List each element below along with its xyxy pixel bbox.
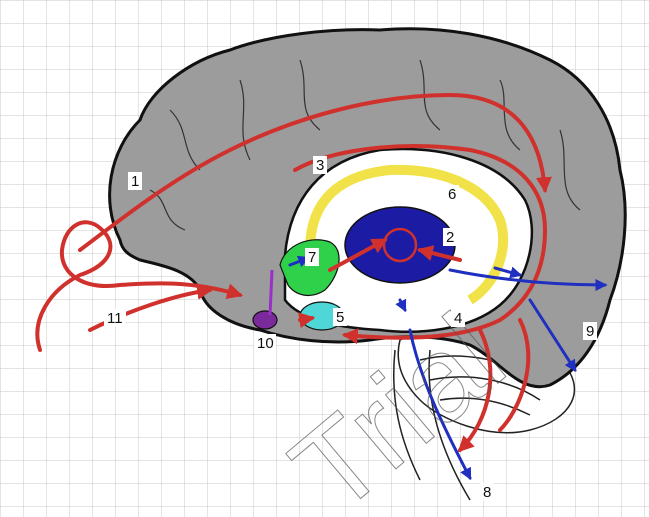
label-9: 9 xyxy=(583,322,597,340)
label-text-5: 5 xyxy=(336,309,344,326)
label-text-3: 3 xyxy=(316,157,324,174)
label-6: 6 xyxy=(445,185,459,203)
label-text-4: 4 xyxy=(454,310,462,327)
label-text-6: 6 xyxy=(448,186,456,203)
label-1: 1 xyxy=(128,172,142,190)
label-4: 4 xyxy=(451,309,465,327)
label-11: 11 xyxy=(104,309,126,327)
label-text-1: 1 xyxy=(131,173,139,190)
purple-structure xyxy=(253,311,277,329)
label-3: 3 xyxy=(313,156,327,174)
label-2: 2 xyxy=(443,228,457,246)
label-text-11: 11 xyxy=(107,310,123,327)
label-text-10: 10 xyxy=(257,335,274,352)
label-7: 7 xyxy=(305,248,319,266)
label-text-7: 7 xyxy=(308,249,316,266)
label-text-8: 8 xyxy=(483,484,491,501)
label-5: 5 xyxy=(333,308,347,326)
thalamus xyxy=(345,207,455,283)
label-text-2: 2 xyxy=(446,229,454,246)
label-8: 8 xyxy=(480,483,494,501)
label-text-9: 9 xyxy=(586,323,594,340)
label-10: 10 xyxy=(254,334,276,352)
purple-stalk xyxy=(270,270,272,315)
